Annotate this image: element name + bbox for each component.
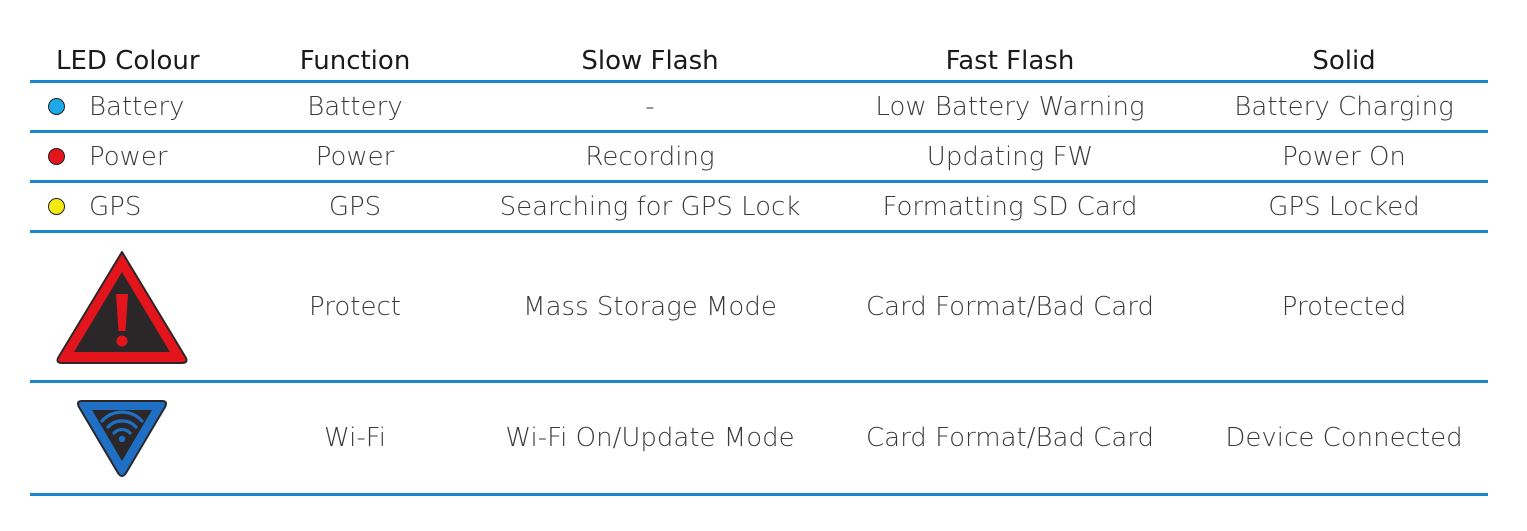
fast-flash-cell: Card Format/Bad Card <box>865 291 1155 322</box>
led-label: GPS <box>89 191 142 222</box>
led-colour-cell: Battery <box>30 92 230 122</box>
power-led-dot-icon <box>48 148 65 165</box>
slow-flash-cell: Mass Storage Mode <box>523 291 777 322</box>
battery-led-dot-icon <box>48 98 65 115</box>
solid-cell: GPS Locked <box>1268 191 1420 222</box>
header-fast-flash: Fast Flash <box>945 46 1075 76</box>
header-function: Function <box>299 46 411 76</box>
led-status-table: LED Colour Function Slow Flash Fast Flas… <box>30 32 1488 496</box>
function-cell: Protect <box>309 291 401 322</box>
header-solid: Solid <box>1312 46 1376 76</box>
table-row-protect: Protect Mass Storage Mode Card Format/Ba… <box>30 233 1488 383</box>
fast-flash-cell: Formatting SD Card <box>882 191 1138 222</box>
led-label: Power <box>89 141 168 172</box>
fast-flash-cell: Low Battery Warning <box>875 91 1145 122</box>
led-icon-cell <box>30 246 230 368</box>
function-cell: GPS <box>328 191 382 222</box>
function-cell: Battery <box>307 91 403 122</box>
led-colour-cell: Power <box>30 142 230 172</box>
fast-flash-cell: Updating FW <box>926 141 1094 172</box>
slow-flash-cell: Searching for GPS Lock <box>499 191 801 222</box>
gps-led-dot-icon <box>48 198 65 215</box>
led-label: Battery <box>89 91 185 122</box>
warning-triangle-icon <box>56 250 188 364</box>
header-slow-flash: Slow Flash <box>581 46 719 76</box>
function-cell: Wi-Fi <box>323 423 387 453</box>
table-row-power: Power Power Recording Updating FW Power … <box>30 133 1488 183</box>
wifi-triangle-icon <box>77 400 167 477</box>
slow-flash-cell: Wi-Fi On/Update Mode <box>505 423 795 453</box>
slow-flash-cell: Recording <box>585 141 715 172</box>
function-cell: Power <box>315 141 395 172</box>
led-colour-cell: GPS <box>30 192 230 222</box>
led-icon-cell <box>30 397 230 479</box>
slow-flash-cell: - <box>645 91 655 122</box>
solid-cell: Protected <box>1281 291 1407 322</box>
table-row-wifi: Wi-Fi Wi-Fi On/Update Mode Card Format/B… <box>30 383 1488 496</box>
solid-cell: Power On <box>1282 141 1406 172</box>
fast-flash-cell: Card Format/Bad Card <box>865 423 1155 453</box>
table-row-battery: Battery Battery - Low Battery Warning Ba… <box>30 83 1488 133</box>
table-row-gps: GPS GPS Searching for GPS Lock Formattin… <box>30 183 1488 233</box>
solid-cell: Battery Charging <box>1234 91 1454 122</box>
header-led-colour: LED Colour <box>56 46 200 76</box>
solid-cell: Device Connected <box>1225 423 1463 453</box>
table-header-row: LED Colour Function Slow Flash Fast Flas… <box>30 32 1488 83</box>
